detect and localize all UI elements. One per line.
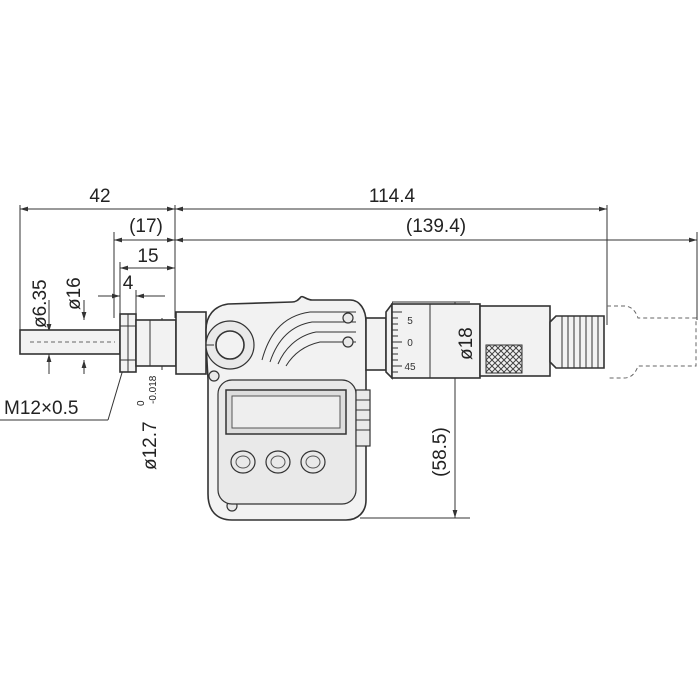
thimble-scale-labels: 5 0 45 xyxy=(404,316,416,373)
spindle xyxy=(19,329,121,355)
dim-spindle-ref: (17) xyxy=(129,216,163,237)
lcd-display xyxy=(225,389,347,435)
ratchet xyxy=(549,315,605,369)
dimension-labels: 42 114.4 (17) (139.4) 15 4 M12×0.5 ø6.35… xyxy=(4,186,477,477)
dim-overall-left: 42 xyxy=(89,186,110,207)
clamp-nut xyxy=(119,313,137,373)
control-buttons xyxy=(230,450,326,474)
ratchet-knurl-lines xyxy=(561,316,599,368)
scale-label-bottom: 45 xyxy=(404,362,416,373)
scale-label-mid: 0 xyxy=(407,338,413,349)
dim-overall-right: 114.4 xyxy=(369,186,416,207)
stem xyxy=(135,311,207,375)
thimble xyxy=(391,303,551,379)
dim-spindle-dia: ø6.35 xyxy=(30,279,51,328)
dim-thimble-dia: ø18 xyxy=(456,327,477,360)
extended-outline xyxy=(607,305,697,379)
thimble-scale-ticks xyxy=(392,311,402,373)
dim-flange-offset: 15 xyxy=(137,246,158,267)
button-1 xyxy=(230,450,256,474)
button-3 xyxy=(300,450,326,474)
dim-max-ref: (139.4) xyxy=(406,216,466,237)
dim-stem-dia: ø12.7 xyxy=(140,421,161,470)
dim-stem-tol-lower: -0.018 xyxy=(148,375,159,404)
dim-flange-width: 4 xyxy=(123,273,134,294)
dim-thread-dia: ø16 xyxy=(64,277,85,310)
dim-stem-tol-upper: 0 xyxy=(136,400,147,406)
button-2 xyxy=(265,450,291,474)
scale-label-top: 5 xyxy=(407,316,413,327)
dim-thread: M12×0.5 xyxy=(4,398,78,419)
side-grip xyxy=(355,389,371,447)
dim-height-ref: (58.5) xyxy=(430,427,451,477)
sleeve xyxy=(365,301,393,380)
extension-lines xyxy=(19,205,698,519)
